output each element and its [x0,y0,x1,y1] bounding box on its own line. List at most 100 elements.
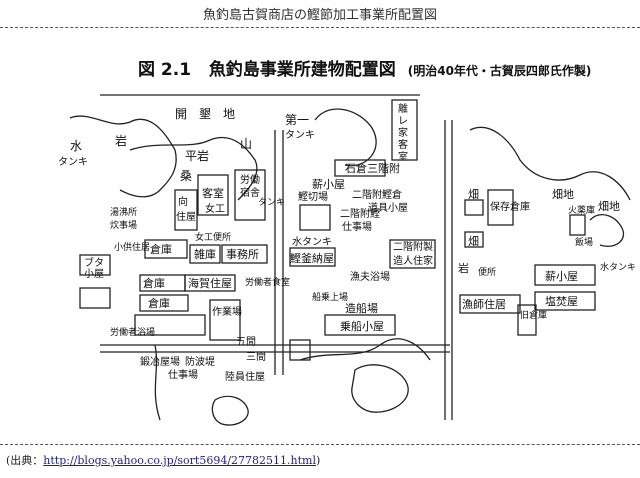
map-labels: 開 墾 地 岩 山 水 タンキ 第一 タンキ 離 レ 家 客 室 平岩 桑 客室… [58,102,636,383]
bottom-divider [0,444,640,445]
label-funajouba: 船乗上場 [312,291,348,303]
building-kyu-souko [517,304,537,336]
figure-title: 図 2.1 魚釣島事業所建物配置図 (明治40年代・古賀辰四郎氏作製) [138,55,591,80]
label-kyakushitsu: 客室 [202,186,224,200]
coastline-left [69,115,177,198]
island-bottom [351,364,409,413]
label-kuwa: 桑 [180,169,192,183]
label-buta: ブタ [84,256,104,269]
label-hozon: 保存倉庫 [490,200,530,213]
label-mizu: 水 [70,139,82,153]
building-kama [289,247,336,267]
label-ishikura: 石倉三階附 [345,161,400,175]
label-kirimi: 鰹切場 [298,190,328,203]
label-takigi: 薪小屋 [312,178,345,191]
label-nikai-kura: 二階附鰹倉 [352,188,402,201]
rock-right [589,214,625,247]
label-kyaku: 客 [398,138,408,151]
building-workshop [134,314,206,336]
figure-subtitle: (明治40年代・古賀辰四郎氏作製) [407,64,592,78]
label-ryoshi-jukyo: 漁師住居 [462,297,506,311]
label-souko2: 倉庫 [143,276,165,290]
label-shigotoba: 仕事場 [342,220,372,233]
label-gokan: 五間 [236,336,256,348]
label-ryoshi-yoku: 漁夫浴場 [350,270,390,283]
label-dougu: 道具小屋 [368,201,408,214]
label-kaji: 鍛冶屋場 [140,355,180,368]
label-zousenba: 造船場 [345,301,378,315]
label-mukou: 向 [178,195,188,208]
label-kaikonchi: 開 墾 地 [175,107,235,121]
label-kodomo: 小供住居 [114,241,150,253]
rock-bottom-left [211,395,249,426]
building-ishikura [334,159,386,177]
label-yuwaba: 湯沸所 [110,206,137,218]
label-ie: 家 [398,126,408,139]
label-hatakechi: 畑地 [552,188,574,201]
figure-name: 魚釣島事業所建物配置図 [208,60,396,80]
building-shukusha [234,169,266,221]
building-enkou [534,291,596,311]
label-onna-benjo: 女工便所 [195,231,231,243]
top-divider [0,27,640,28]
building-hatake1 [464,199,484,216]
label-tanki2: タンキ [285,129,315,141]
building-buta [79,254,111,276]
label-rikuin: 陸員住屋 [225,370,265,383]
label-shukusha: 宿舎 [240,186,260,199]
page-title: 魚釣島古賀商店の鰹節加工事業所配置図 [202,8,437,23]
building-kayaku [569,214,586,236]
label-hatake2: 畑 [468,235,479,248]
label-nikai-shigoto: 二階附鰹 [340,207,380,220]
label-hatake: 畑 [468,188,479,201]
label-jimusho: 事務所 [226,247,259,261]
label-sagyouba: 作業場 [212,305,242,318]
label-souko1: 倉庫 [150,242,172,256]
label-shigoto2: 仕事場 [168,368,198,381]
building-kyakushitsu [197,174,229,216]
label-sangen: 三間 [246,351,266,363]
label-jukyo: 住屋 [176,210,196,223]
source-suffix: ) [315,454,321,467]
label-jousen: 乗船小屋 [340,319,384,333]
building-zakko [189,244,221,264]
site-layout-map: 開 墾 地 岩 山 水 タンキ 第一 タンキ 離 レ 家 客 室 平岩 桑 客室… [58,94,636,426]
map-linework [69,94,631,426]
label-mizutanki: 水タンキ [292,236,332,248]
label-tanki: タンキ [58,156,88,168]
source-prefix: (出典： [6,454,44,467]
label-mizutanki2: 水タンキ [600,261,636,273]
label-hatakechi2: 畑地 [598,200,620,213]
label-takigi2: 薪小屋 [545,270,578,283]
label-hanba: 飯場 [575,236,593,248]
building-hanare [391,99,418,161]
label-hiraiwa: 平岩 [185,148,209,163]
building-souko1 [144,239,188,259]
building-buta2 [79,287,111,309]
building-jimusho [221,244,268,264]
label-rouyoku: 労働者浴場 [110,326,155,338]
building-mukou [174,189,198,231]
label-boha: 防波堤 [185,355,215,368]
coast-right [469,126,631,201]
label-kayaku: 火薬庫 [568,204,595,216]
label-benjo2: 便所 [478,266,496,278]
source-link[interactable]: http://blogs.yahoo.co.jp/sort5694/277825… [43,454,316,467]
building-kirimi [299,204,331,231]
building-hozon [487,189,514,226]
label-tanki3: タンキ [258,197,285,208]
building-takigi2 [534,264,596,286]
label-shitsu: 室 [398,150,408,163]
label-nikai-seizou: 二階附製 [393,240,433,253]
label-roudoushitsu: 労働者食室 [245,276,290,288]
building-sagyouba [209,299,241,341]
shore-bottom [299,338,431,361]
source-citation: (出典：http://blogs.yahoo.co.jp/sort5694/27… [6,452,320,468]
label-katsuokama: 鰹釜納屋 [290,251,334,265]
label-zounin: 造人住家 [393,254,433,267]
label-minami: 炊事場 [110,219,137,231]
label-kyu-souko: 旧倉庫 [520,309,547,321]
label-hanare: 離 [398,102,408,115]
building-ryoshi [459,294,521,314]
label-roudou: 労働 [240,173,260,186]
